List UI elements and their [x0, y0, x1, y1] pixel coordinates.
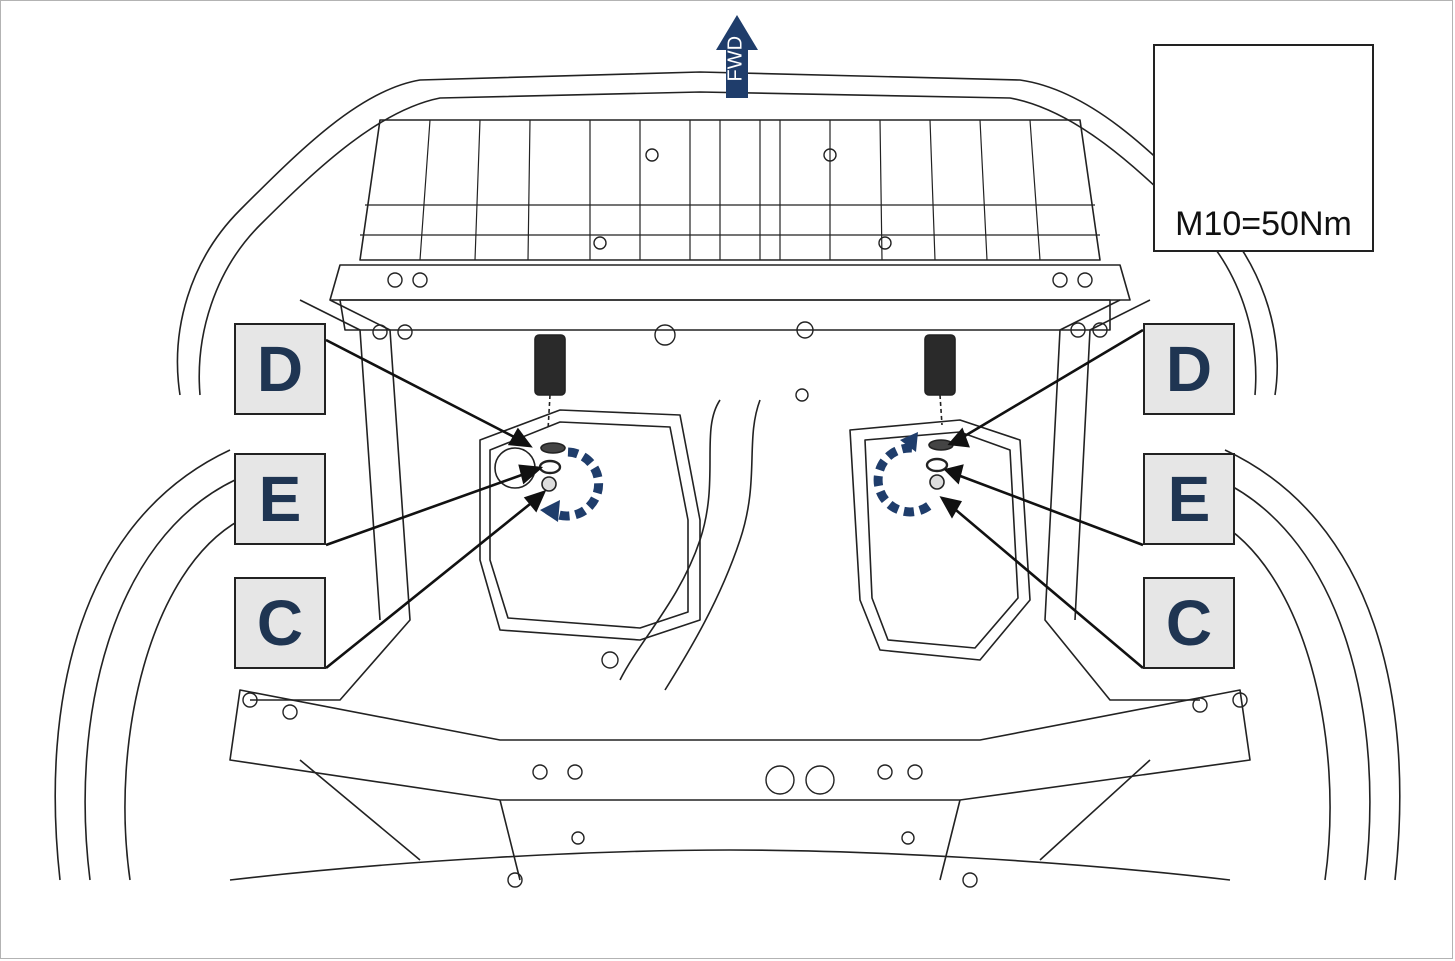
callout-left-c: C	[234, 577, 326, 669]
fwd-arrow-icon	[716, 15, 758, 98]
right-bolt-stack	[925, 439, 954, 490]
transmission	[849, 419, 1031, 661]
callout-right-c: C	[1143, 577, 1235, 669]
bolt-markers	[242, 148, 1248, 888]
left-frame-rail	[250, 299, 411, 701]
left-rotation-arrowhead-icon	[540, 500, 560, 522]
callout-left-d: D	[234, 323, 326, 415]
front-crossmember	[329, 264, 1131, 301]
right-tire	[1214, 449, 1401, 881]
right-frame-rail	[1044, 299, 1200, 701]
leader-lines	[325, 328, 1144, 670]
oil-pan	[479, 409, 701, 641]
right-rotation-arrowhead-icon	[900, 432, 918, 452]
left-rotation-arrow-icon	[545, 447, 604, 521]
callout-right-d: D	[1143, 323, 1235, 415]
torque-spec-box: M10=50Nm	[1153, 44, 1374, 252]
right-mount-bracket	[924, 334, 956, 396]
exhaust-pipe	[619, 399, 761, 691]
callout-right-e: E	[1143, 453, 1235, 545]
torque-spec-label: M10=50Nm	[1175, 205, 1352, 243]
fwd-label: FWD	[724, 35, 747, 82]
grille-outline	[359, 119, 1101, 261]
rear-subframe	[229, 689, 1251, 801]
callout-left-e: E	[234, 453, 326, 545]
left-mount-bracket	[534, 334, 566, 396]
left-tire	[54, 449, 241, 881]
right-rotation-arrow-icon	[873, 443, 933, 517]
front-bumper-outline	[176, 71, 1278, 396]
